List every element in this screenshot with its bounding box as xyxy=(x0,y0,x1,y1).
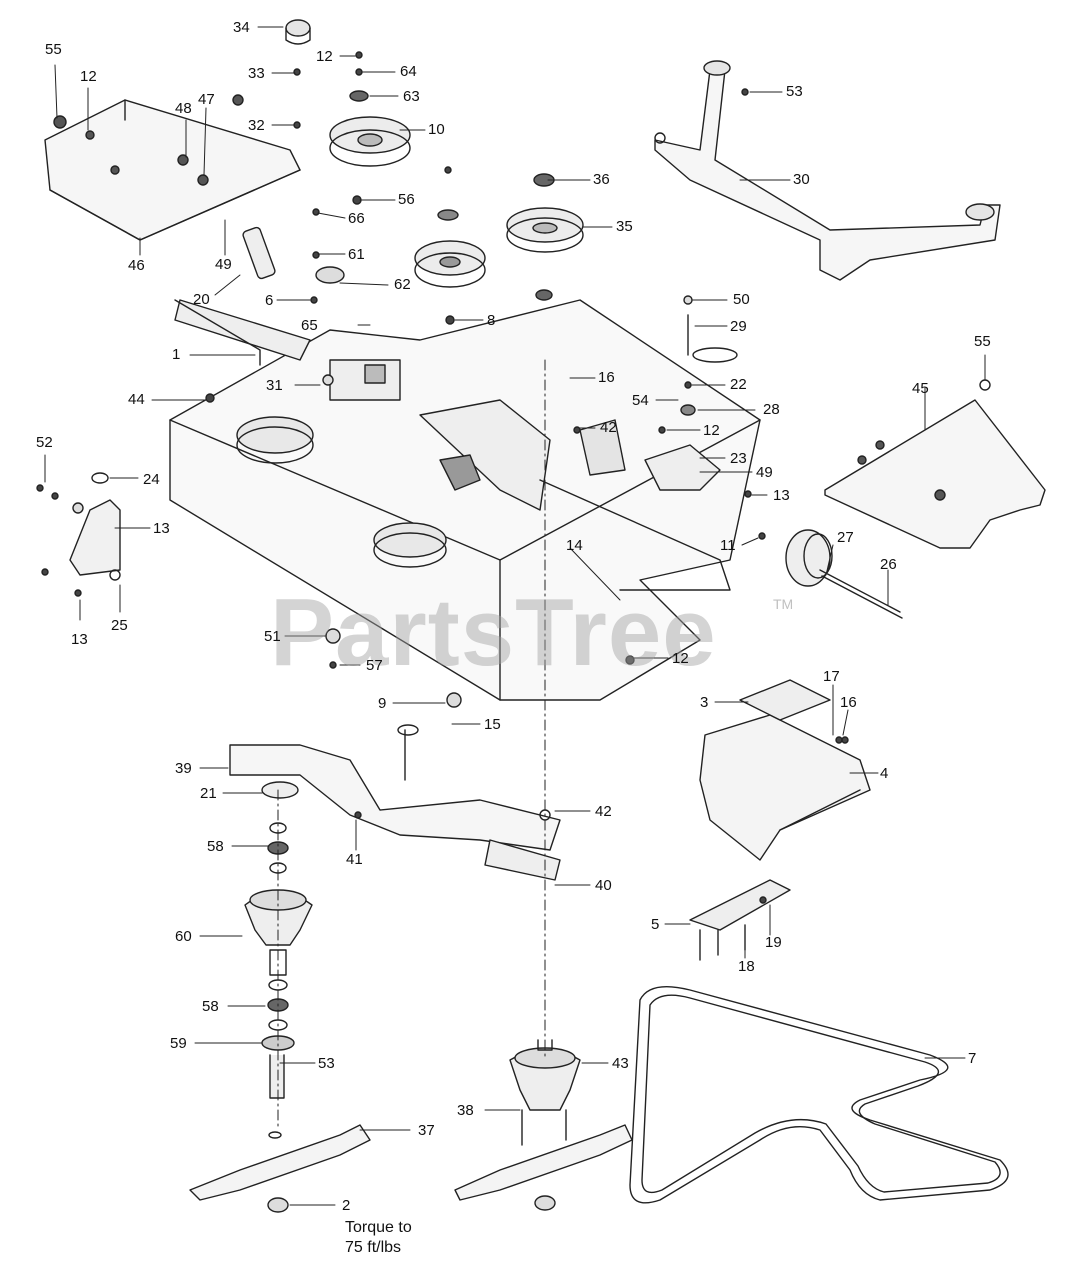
callout-label: 12 xyxy=(703,422,720,439)
mower-deck-housing xyxy=(169,299,761,708)
callout-label: 32 xyxy=(248,117,265,134)
callout-label: 13 xyxy=(773,487,790,504)
callout-label: 48 xyxy=(175,100,192,117)
trademark-symbol: TM xyxy=(773,596,794,612)
left-bracket-assembly xyxy=(36,472,121,597)
callout-label: 12 xyxy=(316,48,333,65)
callout-label: 33 xyxy=(248,65,265,82)
callout-label: 7 xyxy=(968,1050,977,1067)
callout-label: 21 xyxy=(200,785,217,802)
callout-label: 54 xyxy=(632,392,649,409)
callout-label: 56 xyxy=(398,191,415,208)
callout-label: 50 xyxy=(733,291,750,308)
callout-label: 30 xyxy=(793,171,810,188)
leader-lines xyxy=(44,26,986,1206)
deck-lift-arm xyxy=(654,60,1001,281)
callout-label: 65 xyxy=(301,317,318,334)
callout-label: 4 xyxy=(880,765,889,782)
callout-label: 2 xyxy=(342,1197,351,1214)
callout-label: 10 xyxy=(428,121,445,138)
callout-label: 42 xyxy=(595,803,612,820)
callout-label: 46 xyxy=(128,257,145,274)
left-shield-plate xyxy=(44,94,301,280)
callout-label: 63 xyxy=(403,88,420,105)
callout-label: 49 xyxy=(756,464,773,481)
callout-label: 41 xyxy=(346,851,363,868)
callout-label: 58 xyxy=(202,998,219,1015)
callout-label: 20 xyxy=(193,291,210,308)
callout-label: 12 xyxy=(672,650,689,667)
callout-label: 27 xyxy=(837,529,854,546)
callout-label: 35 xyxy=(616,218,633,235)
callout-label: 66 xyxy=(348,210,365,227)
right-idler-hardware xyxy=(644,295,752,498)
callout-label: 39 xyxy=(175,760,192,777)
callout-label: 14 xyxy=(566,537,583,554)
callout-label: 47 xyxy=(198,91,215,108)
cutting-blades xyxy=(189,1124,633,1213)
callout-label: 31 xyxy=(266,377,283,394)
callout-label: 34 xyxy=(233,19,250,36)
callout-label: 17 xyxy=(823,668,840,685)
drive-belt xyxy=(629,986,1009,1204)
partstree-watermark: PartsTree xyxy=(270,579,717,686)
right-spindle-assembly xyxy=(509,1039,581,1146)
callout-label: 57 xyxy=(366,657,383,674)
callout-label: 12 xyxy=(80,68,97,85)
callout-label: 44 xyxy=(128,391,145,408)
callout-label: 61 xyxy=(348,246,365,263)
torque-note-line-1: Torque to xyxy=(345,1219,412,1236)
callout-label: 36 xyxy=(593,171,610,188)
callout-label: 3 xyxy=(700,694,709,711)
callout-label: 53 xyxy=(318,1055,335,1072)
callout-label: 55 xyxy=(45,41,62,58)
callout-label: 6 xyxy=(265,292,274,309)
callout-label: 37 xyxy=(418,1122,435,1139)
callout-label: 49 xyxy=(215,256,232,273)
callout-label: 62 xyxy=(394,276,411,293)
callout-label: 43 xyxy=(612,1055,629,1072)
callout-label: 15 xyxy=(484,716,501,733)
deck-baffle xyxy=(229,724,561,881)
right-shield-plate xyxy=(824,379,1046,549)
callout-label: 64 xyxy=(400,63,417,80)
callout-label: 55 xyxy=(974,333,991,350)
callout-label: 45 xyxy=(912,380,929,397)
callout-label: 52 xyxy=(36,434,53,451)
callout-label: 8 xyxy=(487,312,496,329)
callout-label: 1 xyxy=(172,346,181,363)
callout-label: 13 xyxy=(71,631,88,648)
callout-label: 11 xyxy=(720,537,736,554)
callout-label: 28 xyxy=(763,401,780,418)
callout-label: 22 xyxy=(730,376,747,393)
callout-label: 24 xyxy=(143,471,160,488)
callout-label: 51 xyxy=(264,628,281,645)
callout-label: 25 xyxy=(111,617,128,634)
callout-label: 13 xyxy=(153,520,170,537)
upper-pulley-stack xyxy=(285,19,411,304)
callout-label: 38 xyxy=(457,1102,474,1119)
callout-label: 16 xyxy=(840,694,857,711)
torque-note: Torque to 75 ft/lbs xyxy=(345,1218,412,1258)
callout-label: 58 xyxy=(207,838,224,855)
callout-label: 40 xyxy=(595,877,612,894)
callout-label: 23 xyxy=(730,450,747,467)
callout-label: 16 xyxy=(598,369,615,386)
callout-label: 42 xyxy=(600,419,617,436)
callout-label: 5 xyxy=(651,916,660,933)
callout-label: 19 xyxy=(765,934,782,951)
callout-label: 53 xyxy=(786,83,803,100)
callout-label: 29 xyxy=(730,318,747,335)
callout-label: 59 xyxy=(170,1035,187,1052)
callout-label: 60 xyxy=(175,928,192,945)
discharge-chute xyxy=(689,679,871,961)
torque-note-line-2: 75 ft/lbs xyxy=(345,1239,402,1256)
callout-label: 18 xyxy=(738,958,755,975)
callout-label: 9 xyxy=(378,695,387,712)
gauge-wheel-assembly xyxy=(758,529,903,619)
callout-label: 26 xyxy=(880,556,897,573)
